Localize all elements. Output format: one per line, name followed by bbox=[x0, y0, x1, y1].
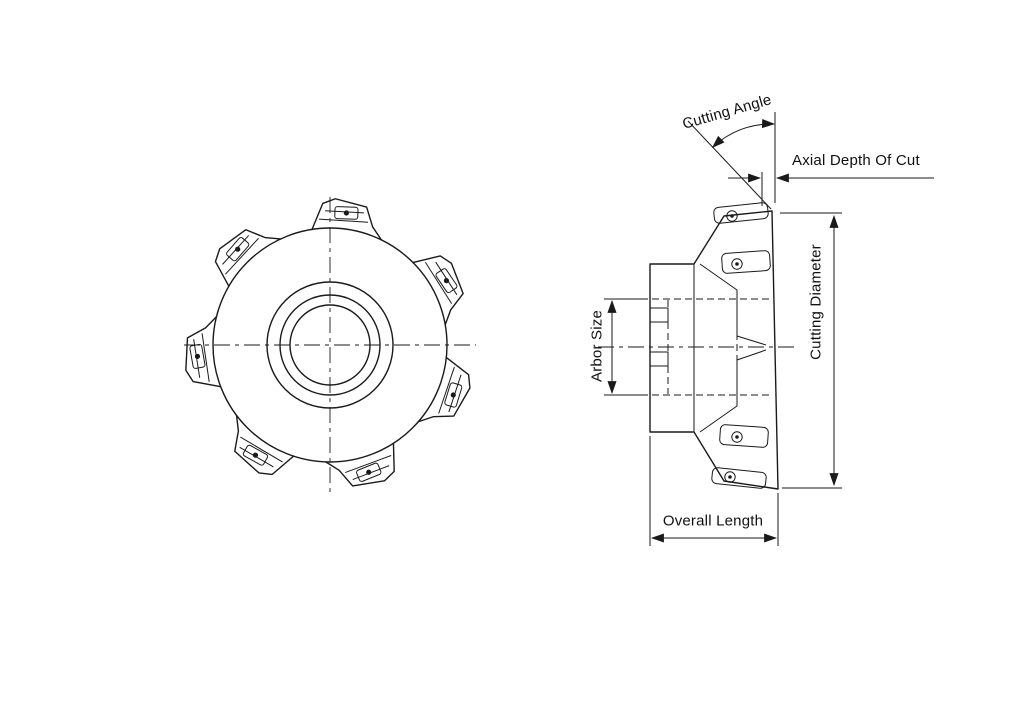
cutter-teeth bbox=[179, 195, 478, 497]
arbor-size-dimension bbox=[604, 298, 648, 396]
axial-depth-dimension bbox=[728, 172, 934, 206]
cutting-diameter-dimension bbox=[780, 212, 842, 489]
cutting-angle-dimension bbox=[687, 112, 776, 210]
cutter-body-circles bbox=[212, 227, 448, 463]
arbor-size-label: Arbor Size bbox=[588, 309, 606, 383]
front-view-drawing bbox=[179, 195, 478, 497]
cutter-tooth bbox=[204, 212, 282, 290]
side-view-drawing bbox=[598, 202, 796, 490]
cutter-tooth bbox=[417, 355, 478, 436]
insert-top-face bbox=[721, 250, 771, 274]
bore-hidden-lines bbox=[652, 298, 770, 396]
arbor-drive-slots bbox=[650, 307, 669, 367]
cutter-tooth bbox=[409, 245, 478, 326]
overall-length-dimension bbox=[649, 436, 779, 546]
cutter-tooth bbox=[310, 195, 386, 241]
cutting-diameter-label: Cutting Diameter bbox=[807, 244, 825, 360]
cutter-body-outline bbox=[649, 210, 779, 490]
insert-top-edge bbox=[713, 202, 769, 224]
cutter-tooth bbox=[179, 316, 225, 391]
insert-bottom-face bbox=[719, 424, 769, 448]
cutter-tooth bbox=[216, 414, 296, 485]
axial-depth-of-cut-label: Axial Depth Of Cut bbox=[792, 152, 920, 169]
chip-pockets bbox=[699, 263, 767, 433]
insert-bottom-edge bbox=[711, 467, 767, 489]
dimension-annotations bbox=[604, 112, 934, 546]
overall-length-label: Overall Length bbox=[662, 512, 764, 530]
cutter-tooth bbox=[325, 439, 405, 497]
